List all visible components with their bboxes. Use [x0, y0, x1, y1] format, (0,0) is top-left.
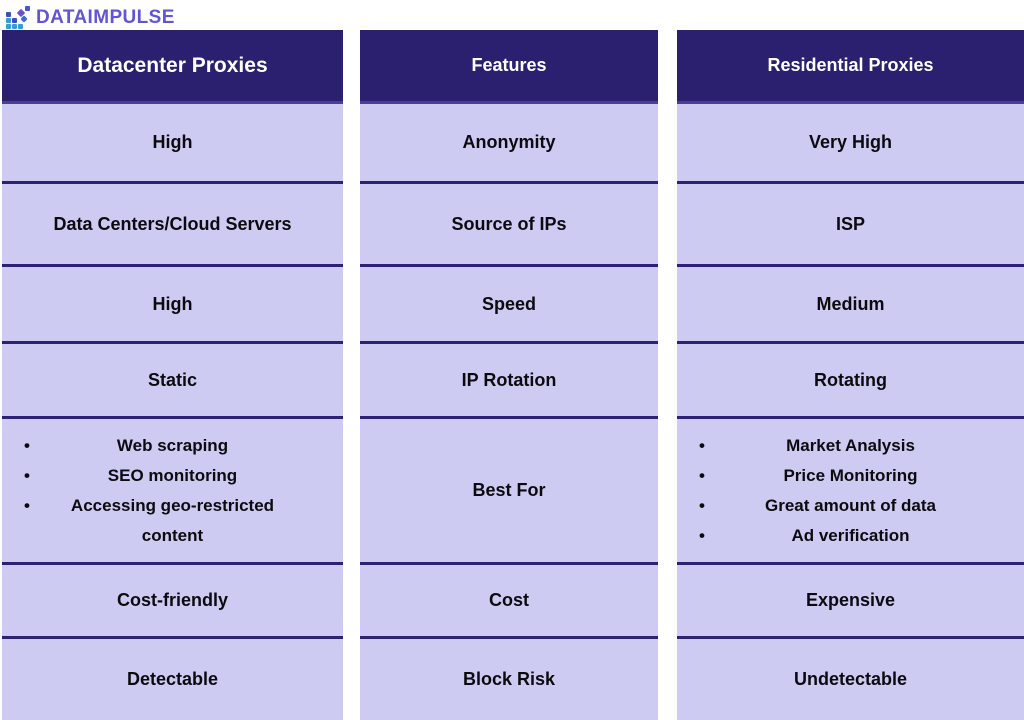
list-item-label: Market Analysis [786, 435, 915, 455]
datacenter-best-for-list: • Web scraping • SEO monitoring • Accessing… [10, 431, 335, 551]
column-features: Features Anonymity Source of IPs Speed I… [360, 30, 658, 720]
feature-cost: Cost [360, 562, 658, 636]
list-item-label: Ad verification [791, 525, 910, 545]
feature-source-of-ips: Source of IPs [360, 181, 658, 264]
column-residential-proxies: Residential Proxies Very High ISP Medium… [677, 30, 1024, 720]
cell-datacenter-best-for: • Web scraping • SEO monitoring • Accessing… [2, 416, 343, 562]
bullet-icon: • [24, 495, 30, 515]
cell-datacenter-speed: High [2, 264, 343, 341]
list-item-label: Accessing geo-restricted content [70, 495, 275, 545]
feature-speed: Speed [360, 264, 658, 341]
cell-residential-anonymity: Very High [677, 104, 1024, 181]
list-item: • Web scraping [10, 431, 335, 461]
column-header-residential: Residential Proxies [677, 30, 1024, 104]
feature-best-for: Best For [360, 416, 658, 562]
cell-residential-source: ISP [677, 181, 1024, 264]
list-item-label: Web scraping [116, 435, 229, 455]
cell-residential-best-for: • Market Analysis • Price Monitoring • Grea… [677, 416, 1024, 562]
bullet-icon: • [24, 435, 30, 455]
dataimpulse-logo-text: DATAIMPULSE [36, 7, 175, 28]
cell-residential-cost: Expensive [677, 562, 1024, 636]
cell-residential-rotation: Rotating [677, 341, 1024, 416]
residential-best-for-list: • Market Analysis • Price Monitoring • Grea… [685, 431, 1016, 551]
list-item: • Accessing geo-restricted content [10, 491, 335, 551]
cell-datacenter-block-risk: Detectable [2, 636, 343, 720]
list-item-label: SEO monitoring [107, 465, 238, 485]
cell-residential-block-risk: Undetectable [677, 636, 1024, 720]
bullet-icon: • [699, 525, 705, 545]
cell-datacenter-cost: Cost-friendly [2, 562, 343, 636]
cell-residential-speed: Medium [677, 264, 1024, 341]
list-item: • Great amount of data [685, 491, 1016, 521]
dataimpulse-logo-icon [5, 5, 31, 31]
feature-anonymity: Anonymity [360, 104, 658, 181]
bullet-icon: • [699, 435, 705, 455]
cell-datacenter-rotation: Static [2, 341, 343, 416]
bullet-icon: • [699, 465, 705, 485]
list-item-label: Price Monitoring [783, 465, 918, 485]
list-item: • SEO monitoring [10, 461, 335, 491]
list-item: • Price Monitoring [685, 461, 1016, 491]
feature-block-risk: Block Risk [360, 636, 658, 720]
list-item-label: Great amount of data [765, 495, 936, 515]
list-item: • Market Analysis [685, 431, 1016, 461]
column-header-features: Features [360, 30, 658, 104]
bullet-icon: • [699, 495, 705, 515]
cell-datacenter-source: Data Centers/Cloud Servers [2, 181, 343, 264]
list-item: • Ad verification [685, 521, 1016, 551]
bullet-icon: • [24, 465, 30, 485]
cell-datacenter-anonymity: High [2, 104, 343, 181]
feature-ip-rotation: IP Rotation [360, 341, 658, 416]
column-header-datacenter: Datacenter Proxies [2, 30, 343, 104]
column-datacenter-proxies: Datacenter Proxies High Data Centers/Clo… [2, 30, 343, 720]
dataimpulse-logo: DATAIMPULSE [5, 5, 175, 31]
